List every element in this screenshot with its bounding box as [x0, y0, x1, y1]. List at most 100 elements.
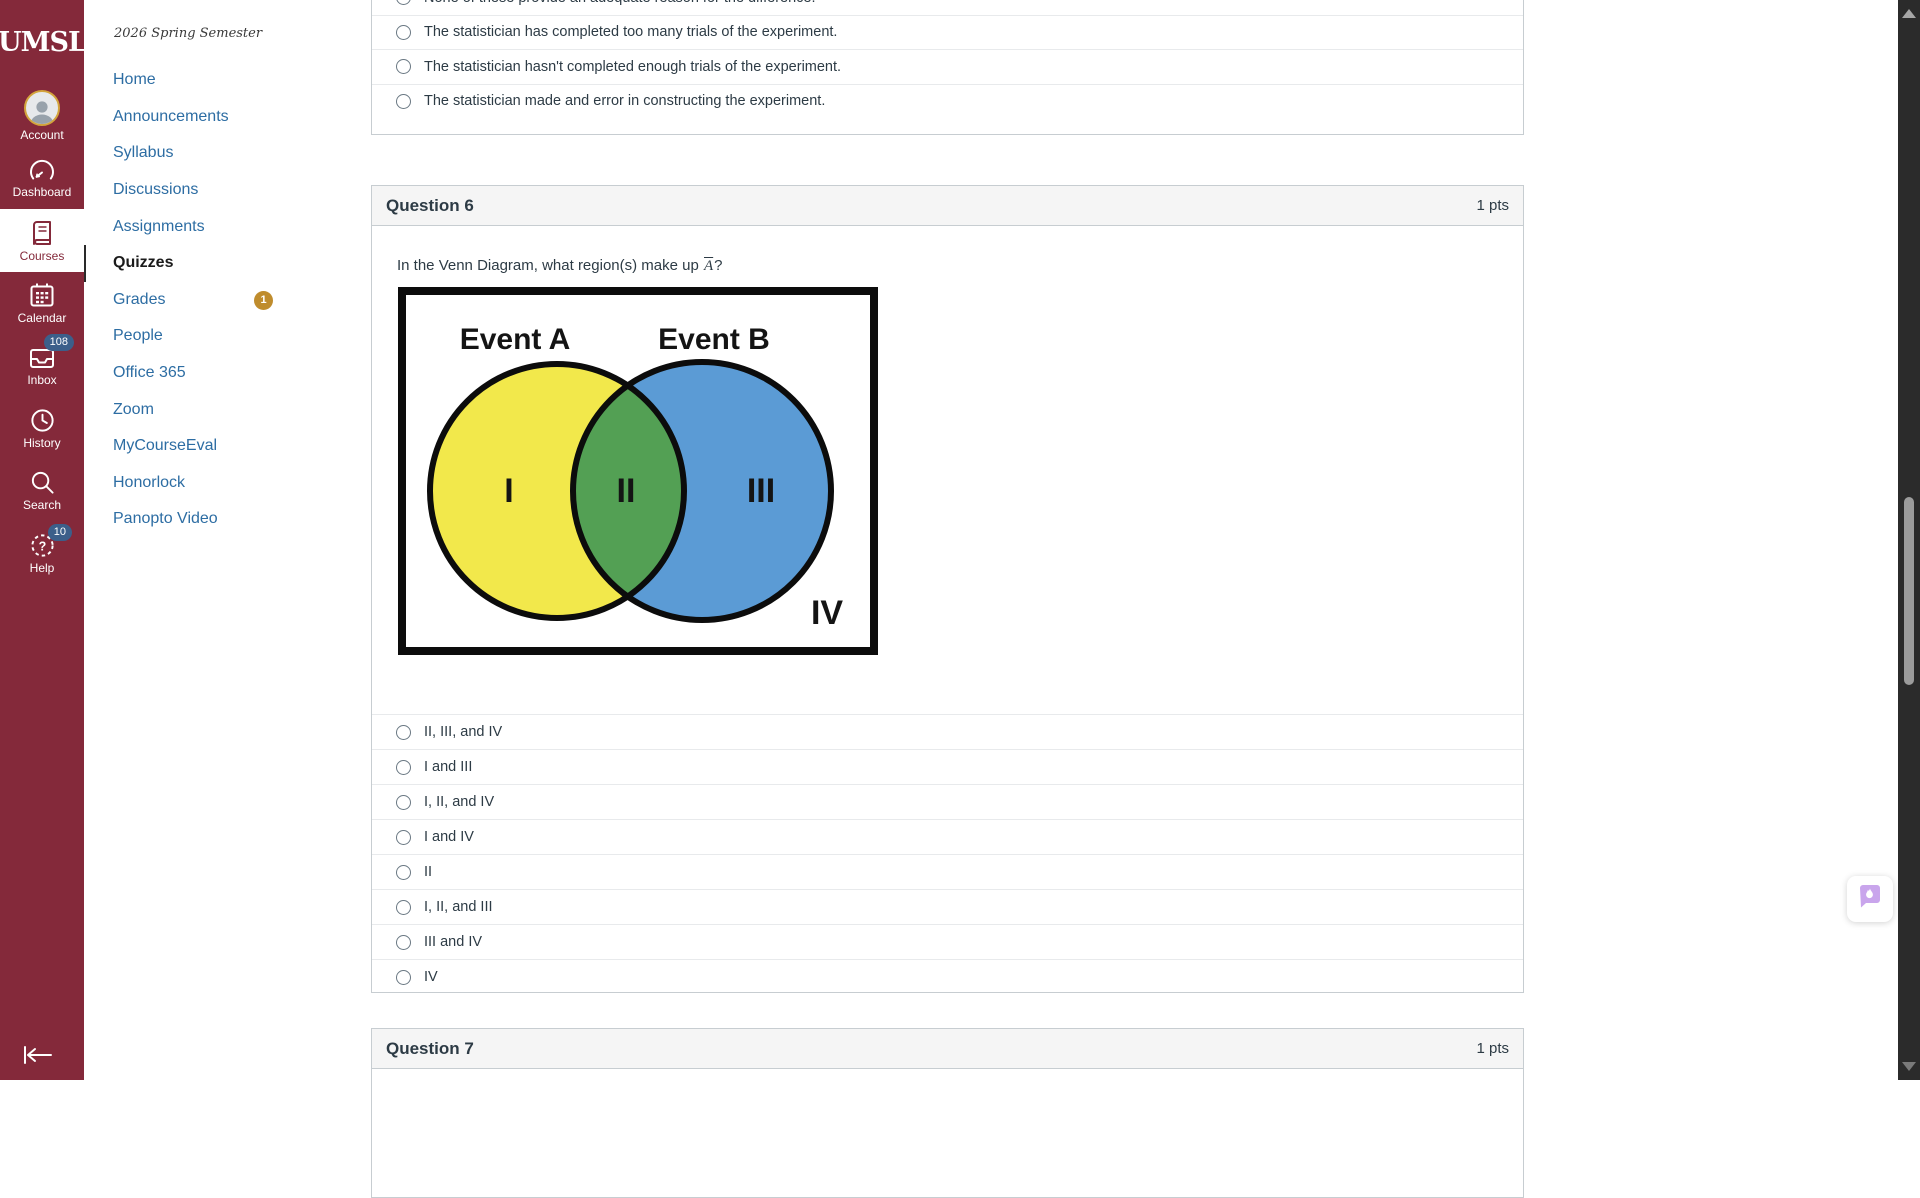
scroll-down-arrow[interactable]	[1902, 1062, 1916, 1071]
course-nav-grades[interactable]: Grades 1	[84, 282, 371, 319]
answer-option-label: None of these provide an adequate reason…	[424, 0, 816, 6]
question-points: 1 pts	[1476, 1040, 1509, 1057]
answer-option[interactable]: I, II, and III	[372, 889, 1523, 924]
avatar-icon	[24, 89, 60, 126]
course-nav-syllabus[interactable]: Syllabus	[113, 144, 174, 162]
answer-option[interactable]: The statistician hasn't completed enough…	[372, 49, 1523, 84]
course-nav-home[interactable]: Home	[113, 71, 156, 89]
question-7-header: Question 7 1 pts	[339, 1029, 1523, 1069]
scroll-up-arrow[interactable]	[1902, 9, 1916, 18]
course-nav-assignments[interactable]: Assignments	[113, 217, 205, 235]
umsl-logo[interactable]: UMSL	[0, 26, 87, 58]
radio-button[interactable]	[396, 59, 411, 75]
radio-button[interactable]	[396, 724, 411, 740]
answer-option[interactable]: The statistician made and error in const…	[372, 83, 1523, 119]
event-a-label: Event A	[460, 323, 571, 356]
radio-button[interactable]	[396, 934, 411, 950]
sidebar-item-label: Calendar	[17, 311, 67, 326]
radio-button[interactable]	[396, 0, 411, 6]
question-6-card: Question 6 1 pts In the Venn Diagram, wh…	[339, 185, 1524, 994]
radio-button[interactable]	[396, 794, 411, 810]
a-complement-symbol: A	[704, 258, 714, 274]
grades-badge: 1	[254, 290, 273, 310]
sidebar-item-search[interactable]: Search	[0, 459, 84, 522]
course-nav-panopto[interactable]: Panopto Video	[113, 510, 218, 528]
question-points: 1 pts	[1476, 197, 1509, 214]
gauge-icon	[28, 157, 56, 183]
course-nav-mycourseeval[interactable]: MyCourseEval	[113, 437, 218, 455]
region-1-label: I	[504, 472, 513, 510]
question-title: Question 7	[386, 1038, 474, 1058]
course-nav-office365[interactable]: Office 365	[113, 364, 186, 382]
answer-option-label: The statistician hasn't completed enough…	[424, 58, 842, 75]
question-7-card: Question 7 1 pts	[339, 1028, 1524, 1198]
sidebar-item-label: Inbox	[27, 372, 57, 387]
radio-button[interactable]	[396, 864, 411, 880]
question-5-options: None of these provide an adequate reason…	[372, 0, 1523, 118]
radio-button[interactable]	[396, 969, 411, 985]
sidebar-item-label: Dashboard	[12, 185, 72, 200]
answer-option[interactable]: III and IV	[372, 924, 1523, 959]
vertical-scrollbar[interactable]	[1898, 0, 1920, 1080]
radio-button[interactable]	[396, 759, 411, 775]
answer-option-label: I and III	[424, 759, 473, 775]
course-term-label: 2026 Spring Semester	[114, 26, 263, 41]
answer-option[interactable]: I and III	[372, 749, 1523, 784]
question-prompt: In the Venn Diagram, what region(s) make…	[397, 257, 723, 274]
sidebar-item-label: Courses	[19, 248, 65, 263]
help-badge: 10	[47, 523, 72, 541]
feedback-chat-button[interactable]	[1847, 876, 1893, 922]
answer-option[interactable]: None of these provide an adequate reason…	[372, 0, 1523, 15]
answer-option[interactable]: II, III, and IV	[372, 714, 1523, 749]
answer-option-label: I and IV	[424, 829, 474, 845]
svg-text:?: ?	[38, 539, 46, 553]
question-5-card: None of these provide an adequate reason…	[371, 0, 1524, 135]
sidebar-item-account[interactable]: Account	[0, 84, 84, 147]
radio-button[interactable]	[396, 24, 411, 40]
answer-option-label: II, III, and IV	[424, 724, 503, 740]
course-nav-announcements[interactable]: Announcements	[113, 107, 229, 125]
answer-option[interactable]: I and IV	[372, 819, 1523, 854]
global-navigation-sidebar: UMSL Account Dashboard Cou	[0, 0, 87, 1080]
sidebar-item-label: Search	[22, 498, 62, 513]
answer-option-label: II	[424, 864, 433, 880]
sidebar-item-courses[interactable]: Courses	[0, 209, 84, 272]
scrollbar-thumb[interactable]	[1904, 497, 1914, 685]
sidebar-item-calendar[interactable]: Calendar	[0, 272, 84, 335]
clock-icon	[29, 407, 56, 434]
answer-option-label: IV	[424, 969, 438, 985]
sidebar-item-inbox[interactable]: 108 Inbox	[0, 334, 84, 397]
chat-flame-icon	[1855, 882, 1885, 917]
sidebar-item-label: Account	[20, 127, 64, 142]
collapse-sidebar-button[interactable]	[18, 1042, 62, 1072]
answer-option-label: III and IV	[424, 934, 483, 950]
question-title: Question 6	[386, 195, 474, 215]
question-6-options: II, III, and IV I and III I, II, and IV …	[372, 714, 1523, 994]
course-nav-zoom[interactable]: Zoom	[113, 400, 154, 418]
course-nav-list: Home Announcements Syllabus Discussions …	[84, 62, 371, 538]
sidebar-item-history[interactable]: History	[0, 397, 84, 460]
course-nav-quizzes[interactable]: Quizzes	[84, 244, 371, 282]
magnifier-icon	[29, 469, 56, 496]
answer-option[interactable]: I, II, and IV	[372, 784, 1523, 819]
radio-button[interactable]	[396, 899, 411, 915]
answer-option[interactable]: The statistician has completed too many …	[372, 14, 1523, 50]
answer-option[interactable]: II	[372, 854, 1523, 889]
course-nav-discussions[interactable]: Discussions	[113, 181, 199, 199]
radio-button[interactable]	[396, 93, 411, 109]
region-4-label: IV	[811, 594, 843, 632]
answer-option-label: I, II, and IV	[424, 794, 495, 810]
sidebar-item-dashboard[interactable]: Dashboard	[0, 147, 84, 210]
radio-button[interactable]	[396, 829, 411, 845]
course-nav-honorlock[interactable]: Honorlock	[113, 473, 186, 491]
course-nav-people[interactable]: People	[113, 327, 163, 345]
sidebar-item-help[interactable]: 10 ? Help	[0, 522, 84, 585]
question-6-header: Question 6 1 pts	[339, 186, 1523, 226]
question-circle-icon: ?	[29, 532, 56, 559]
answer-option-label: The statistician has completed too many …	[424, 24, 838, 41]
region-2-label: II	[617, 472, 636, 510]
sidebar-item-label: History	[23, 435, 61, 450]
inbox-tray-icon	[28, 345, 56, 371]
event-b-label: Event B	[658, 323, 770, 356]
answer-option[interactable]: IV	[372, 959, 1523, 994]
